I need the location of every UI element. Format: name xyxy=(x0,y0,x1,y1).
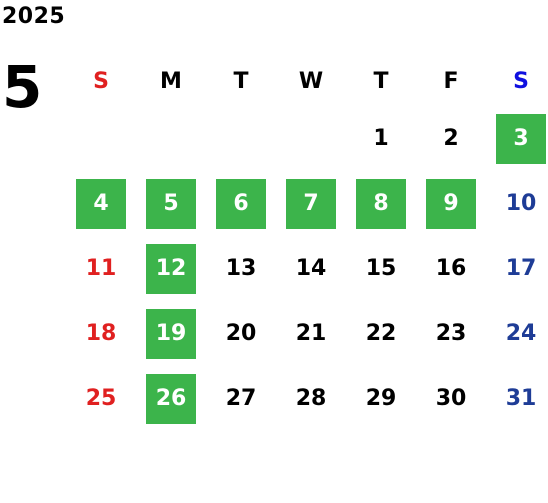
calendar-day-highlighted[interactable]: 3 xyxy=(486,106,548,171)
weekday-header-thursday: T xyxy=(373,68,389,94)
weekday-header-sunday: S xyxy=(93,68,109,94)
day-number: 18 xyxy=(85,321,117,346)
calendar-day[interactable]: 29 xyxy=(346,366,416,431)
calendar-day[interactable]: 30 xyxy=(416,366,486,431)
day-number: 8 xyxy=(356,178,406,229)
day-number: 6 xyxy=(216,178,266,229)
day-number: 26 xyxy=(146,373,196,424)
weekday-header-saturday: S xyxy=(513,68,529,94)
day-number: 17 xyxy=(505,256,537,281)
weekday-header-monday: M xyxy=(160,68,182,94)
calendar-day-highlighted[interactable]: 5 xyxy=(136,171,206,236)
day-number: 5 xyxy=(146,178,196,229)
calendar-day[interactable]: 28 xyxy=(276,366,346,431)
day-number: 19 xyxy=(146,308,196,359)
day-number: 16 xyxy=(435,256,467,281)
calendar-day-highlighted[interactable]: 4 xyxy=(66,171,136,236)
weekday-header-wednesday: W xyxy=(298,68,324,94)
day-number: 4 xyxy=(76,178,126,229)
calendar-day-highlighted[interactable]: 6 xyxy=(206,171,276,236)
day-number: 22 xyxy=(365,321,397,346)
calendar-day[interactable]: 31 xyxy=(486,366,548,431)
calendar-day[interactable]: 21 xyxy=(276,301,346,366)
day-number: 2 xyxy=(443,126,459,151)
calendar-day[interactable]: 22 xyxy=(346,301,416,366)
day-number: 1 xyxy=(373,126,389,151)
day-number: 20 xyxy=(225,321,257,346)
day-number: 7 xyxy=(286,178,336,229)
weekday-header-tuesday: T xyxy=(233,68,249,94)
calendar-day[interactable]: 14 xyxy=(276,236,346,301)
day-number: 21 xyxy=(295,321,327,346)
calendar-day[interactable]: 2 xyxy=(416,106,486,171)
day-number: 3 xyxy=(496,113,546,164)
day-number: 29 xyxy=(365,386,397,411)
calendar-day[interactable]: 25 xyxy=(66,366,136,431)
calendar-day[interactable]: 10 xyxy=(486,171,548,236)
day-number: 30 xyxy=(435,386,467,411)
day-number: 12 xyxy=(146,243,196,294)
calendar-day[interactable]: 27 xyxy=(206,366,276,431)
day-number: 9 xyxy=(426,178,476,229)
day-number: 27 xyxy=(225,386,257,411)
calendar-day-highlighted[interactable]: 26 xyxy=(136,366,206,431)
day-number: 15 xyxy=(365,256,397,281)
calendar-day[interactable]: 18 xyxy=(66,301,136,366)
day-number: 11 xyxy=(85,256,117,281)
calendar-day-highlighted[interactable]: 7 xyxy=(276,171,346,236)
day-number: 13 xyxy=(225,256,257,281)
calendar-day[interactable]: 15 xyxy=(346,236,416,301)
day-number: 23 xyxy=(435,321,467,346)
day-number: 14 xyxy=(295,256,327,281)
calendar-day[interactable]: 13 xyxy=(206,236,276,301)
calendar-year: 2025 xyxy=(2,4,66,29)
day-number: 10 xyxy=(505,191,537,216)
calendar-day[interactable]: 11 xyxy=(66,236,136,301)
calendar-day-highlighted[interactable]: 9 xyxy=(416,171,486,236)
calendar-month: 5 xyxy=(2,53,43,121)
weekday-header-friday: F xyxy=(443,68,459,94)
day-number: 24 xyxy=(505,321,537,346)
calendar-day-highlighted[interactable]: 12 xyxy=(136,236,206,301)
calendar-day-highlighted[interactable]: 8 xyxy=(346,171,416,236)
calendar-day[interactable]: 16 xyxy=(416,236,486,301)
calendar-day[interactable]: 17 xyxy=(486,236,548,301)
day-number: 28 xyxy=(295,386,327,411)
day-number: 25 xyxy=(85,386,117,411)
calendar-day[interactable]: 20 xyxy=(206,301,276,366)
calendar-day[interactable]: 1 xyxy=(346,106,416,171)
calendar-day-highlighted[interactable]: 19 xyxy=(136,301,206,366)
calendar-day[interactable]: 23 xyxy=(416,301,486,366)
day-number: 31 xyxy=(505,386,537,411)
calendar-day[interactable]: 24 xyxy=(486,301,548,366)
